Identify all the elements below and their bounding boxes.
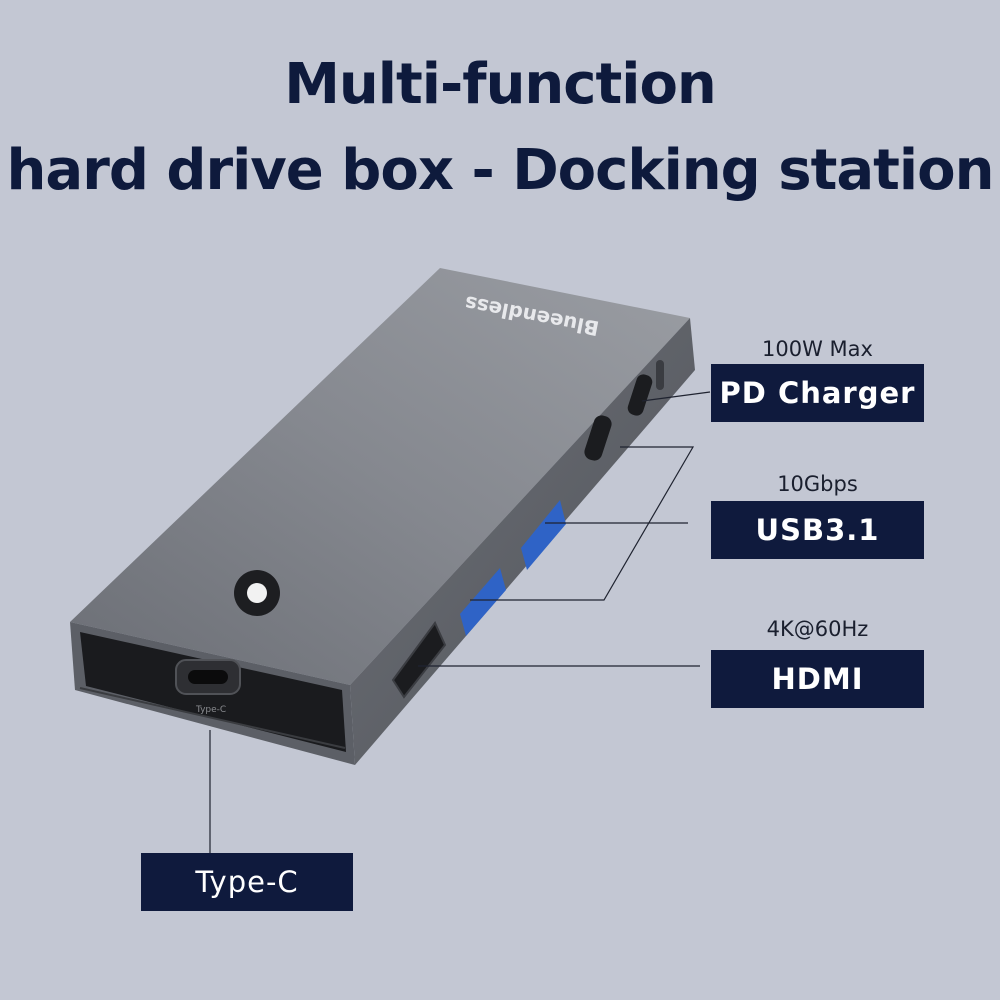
usb-spec: 10Gbps bbox=[777, 472, 858, 496]
front-typec-port bbox=[175, 659, 241, 695]
device-top-face bbox=[70, 268, 690, 685]
usb-a-port-1 bbox=[460, 568, 506, 636]
hdmi-port bbox=[391, 621, 447, 699]
typec-label: Type-C bbox=[141, 853, 353, 911]
led-indicator bbox=[234, 570, 280, 616]
callout-lines bbox=[209, 391, 711, 853]
hdmi-label: HDMI bbox=[711, 650, 924, 708]
usb-a-port-2 bbox=[521, 500, 566, 570]
pd-line bbox=[641, 391, 711, 402]
side-button bbox=[656, 360, 664, 390]
title-line-1: Multi-function bbox=[284, 52, 717, 117]
pd-spec: 100W Max bbox=[762, 337, 873, 361]
usb-label: USB3.1 bbox=[711, 501, 924, 559]
usb-c-port bbox=[584, 415, 612, 461]
hdmi-spec: 4K@60Hz bbox=[766, 617, 869, 641]
title-line-2: hard drive box - Docking station bbox=[6, 138, 995, 203]
front-port-print: Type-C bbox=[195, 705, 226, 715]
pd-port bbox=[627, 374, 653, 416]
pd-charger-label: PD Charger bbox=[711, 364, 924, 422]
